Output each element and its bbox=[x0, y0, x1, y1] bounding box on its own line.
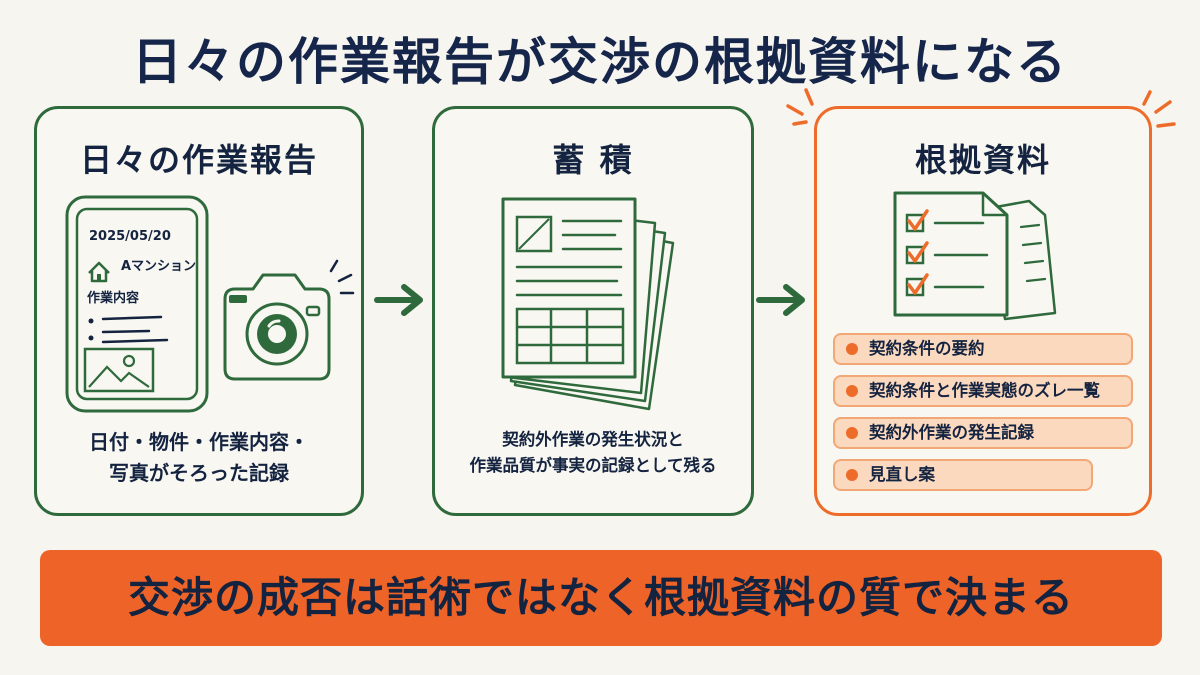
arrow-right-icon bbox=[756, 284, 805, 316]
evidence-item-list: 契約条件の要約 契約条件と作業実態のズレ一覧 契約外作業の発生記録 見直し案 bbox=[833, 333, 1133, 501]
image-icon bbox=[83, 347, 155, 393]
list-item-label: 契約条件と作業実態のズレ一覧 bbox=[869, 381, 1100, 400]
step-caption: 契約外作業の発生状況と 作業品質が事実の記録として残る bbox=[435, 427, 751, 478]
house-icon bbox=[88, 261, 110, 283]
arrow-right-icon bbox=[374, 284, 423, 316]
bullet-dot bbox=[846, 385, 858, 397]
list-item: 契約条件の要約 bbox=[833, 333, 1133, 365]
step-caption: 日付・物件・作業内容・ 写真がそろった記録 bbox=[37, 427, 361, 489]
step-title: 日々の作業報告 bbox=[79, 141, 318, 179]
list-item: 見直し案 bbox=[833, 459, 1093, 491]
step-panel-accumulation: 蓄 積 契約外作 bbox=[432, 106, 754, 516]
camera-icon bbox=[223, 259, 355, 381]
caption-line: 作業品質が事実の記録として残る bbox=[469, 455, 717, 475]
phone-property: Aマンション bbox=[121, 259, 197, 274]
phone-section: 作業内容 bbox=[87, 291, 140, 306]
bullet-dot bbox=[846, 343, 858, 355]
checklist-document-icon bbox=[893, 191, 1057, 321]
step-panel-evidence-documents: 根拠資料 bbox=[814, 106, 1152, 516]
list-item: 契約条件と作業実態のズレ一覧 bbox=[833, 375, 1133, 407]
bullet-lines bbox=[88, 315, 169, 344]
page-title: 日々の作業報告が交渉の根拠資料になる bbox=[132, 33, 1068, 91]
list-item: 契約外作業の発生記録 bbox=[833, 417, 1133, 449]
document-stack-icon bbox=[501, 197, 675, 411]
step-title: 根拠資料 bbox=[914, 141, 1051, 179]
bullet-dot bbox=[846, 469, 858, 481]
list-item-label: 契約条件の要約 bbox=[869, 339, 985, 358]
list-item-label: 契約外作業の発生記録 bbox=[869, 423, 1034, 442]
caption-line: 日付・物件・作業内容・ bbox=[89, 430, 309, 454]
step-title: 蓄 積 bbox=[552, 141, 634, 179]
list-item-label: 見直し案 bbox=[869, 465, 935, 484]
caption-line: 写真がそろった記録 bbox=[109, 461, 289, 485]
smartphone-icon bbox=[65, 195, 209, 413]
phone-date: 2025/05/20 bbox=[89, 229, 171, 244]
caption-line: 契約外作業の発生状況と bbox=[502, 430, 684, 449]
highlight-sparkle-icon bbox=[1142, 90, 1176, 128]
highlight-sparkle-icon bbox=[786, 88, 814, 126]
step-panel-daily-reports: 日々の作業報告 2025/05/20 Aマンション 作業内容 bbox=[34, 106, 364, 516]
bullet-dot bbox=[846, 427, 858, 439]
conclusion-banner: 交渉の成否は話術ではなく根拠資料の質で決まる bbox=[40, 550, 1162, 646]
